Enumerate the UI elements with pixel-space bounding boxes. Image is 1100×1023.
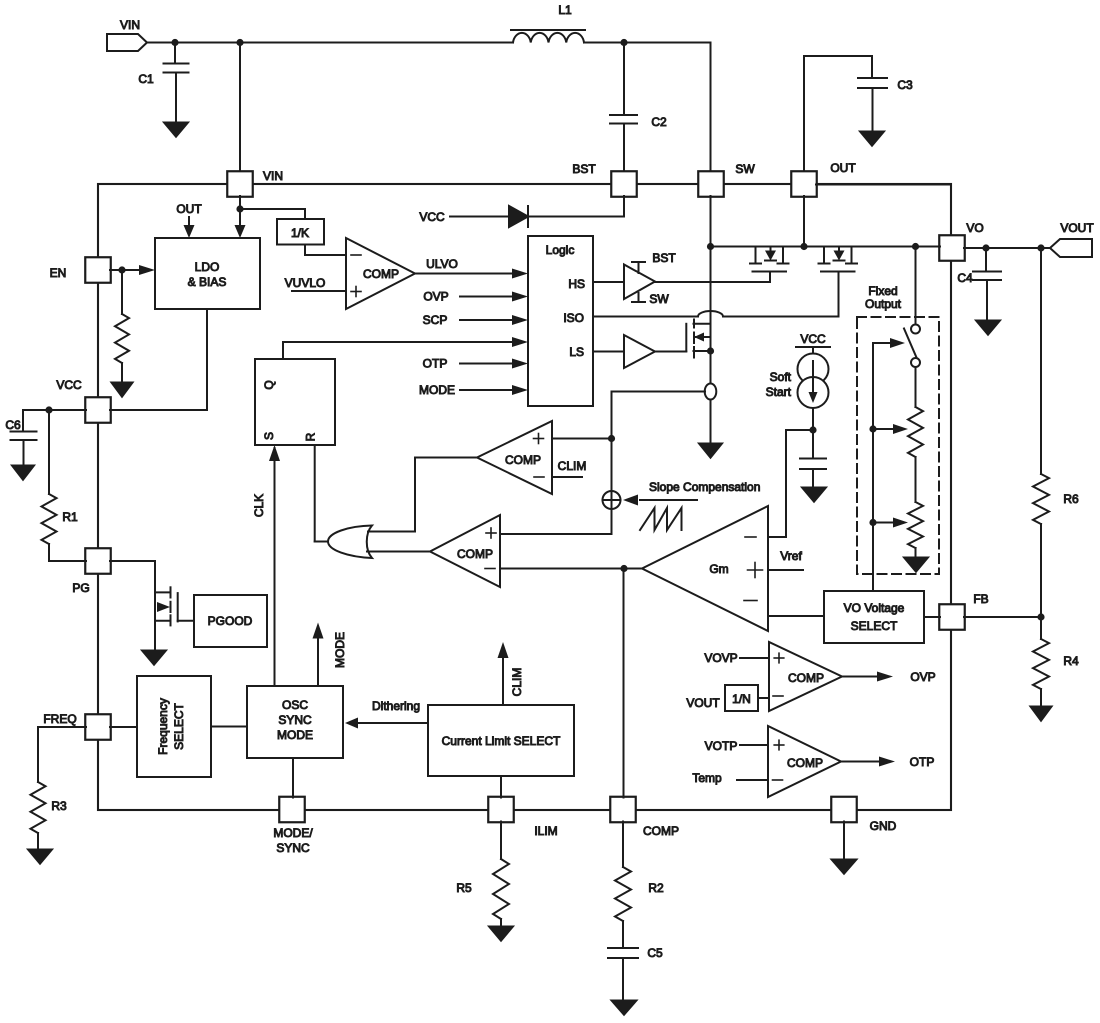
svg-text:Slope Compensation: Slope Compensation <box>649 480 760 494</box>
svg-text:COMP: COMP <box>457 547 493 561</box>
svg-text:BST: BST <box>572 162 596 176</box>
svg-text:OTP: OTP <box>423 357 448 371</box>
svg-text:ILIM: ILIM <box>534 824 557 838</box>
svg-text:SYNC: SYNC <box>278 713 312 727</box>
svg-text:EN: EN <box>50 266 67 280</box>
svg-text:LDO: LDO <box>195 260 220 274</box>
svg-text:COMP: COMP <box>788 671 824 685</box>
svg-text:OUT: OUT <box>830 161 856 175</box>
svg-text:PG: PG <box>72 581 89 595</box>
svg-text:ULVO: ULVO <box>426 257 458 271</box>
svg-text:VOVP: VOVP <box>704 651 737 665</box>
svg-text:SW: SW <box>649 292 669 306</box>
svg-text:Dithering: Dithering <box>372 699 420 713</box>
svg-text:Start: Start <box>766 385 792 399</box>
svg-text:MODE: MODE <box>333 632 347 668</box>
svg-text:C2: C2 <box>651 115 667 129</box>
svg-text:SYNC: SYNC <box>276 841 310 855</box>
svg-text:VOUT: VOUT <box>686 696 720 710</box>
svg-text:L1: L1 <box>558 3 572 17</box>
svg-text:VO Voltage: VO Voltage <box>844 601 905 615</box>
svg-text:VOUT: VOUT <box>1060 221 1094 235</box>
svg-text:VCC: VCC <box>419 210 445 224</box>
svg-text:GND: GND <box>870 819 897 833</box>
svg-text:BST: BST <box>652 251 676 265</box>
svg-text:OSC: OSC <box>282 698 308 712</box>
svg-text:R3: R3 <box>51 799 67 813</box>
svg-text:VCC: VCC <box>800 332 826 346</box>
svg-text:VCC: VCC <box>56 378 82 392</box>
svg-text:Logic: Logic <box>546 243 575 257</box>
svg-text:R4: R4 <box>1063 654 1079 668</box>
svg-text:VUVLO: VUVLO <box>285 276 326 290</box>
svg-text:COMP: COMP <box>363 267 399 281</box>
svg-text:HS: HS <box>568 277 585 291</box>
svg-text:VO: VO <box>966 221 983 235</box>
svg-text:MODE/: MODE/ <box>273 826 313 840</box>
svg-text:FB: FB <box>973 592 988 606</box>
svg-text:Fixed: Fixed <box>868 284 897 298</box>
svg-text:OUT: OUT <box>176 202 202 216</box>
svg-text:Frequency: Frequency <box>156 698 170 755</box>
svg-text:LS: LS <box>569 345 584 359</box>
svg-text:C3: C3 <box>897 78 913 92</box>
svg-text:S: S <box>262 432 276 440</box>
svg-text:Output: Output <box>865 297 902 311</box>
svg-text:MODE: MODE <box>419 383 455 397</box>
svg-text:CLIM: CLIM <box>510 668 524 697</box>
svg-text:C5: C5 <box>647 946 663 960</box>
svg-text:VOTP: VOTP <box>705 739 738 753</box>
svg-text:1/K: 1/K <box>291 226 309 240</box>
svg-text:SW: SW <box>735 162 755 176</box>
svg-text:Temp: Temp <box>692 771 722 785</box>
svg-text:VIN: VIN <box>120 18 140 32</box>
svg-text:C6: C6 <box>5 418 21 432</box>
svg-text:OTP: OTP <box>910 755 935 769</box>
svg-text:C1: C1 <box>138 72 154 86</box>
svg-text:SCP: SCP <box>423 313 448 327</box>
svg-text:MODE: MODE <box>277 728 313 742</box>
svg-text:& BIAS: & BIAS <box>188 275 227 289</box>
svg-text:C4: C4 <box>957 271 973 285</box>
svg-text:OVP: OVP <box>910 670 935 684</box>
svg-text:CLK: CLK <box>252 494 266 517</box>
svg-text:COMP: COMP <box>505 453 541 467</box>
svg-text:Q: Q <box>262 380 276 389</box>
svg-text:COMP: COMP <box>787 756 823 770</box>
svg-text:FREQ: FREQ <box>43 712 76 726</box>
svg-text:R5: R5 <box>456 881 472 895</box>
svg-text:Gm: Gm <box>709 562 728 576</box>
svg-text:R2: R2 <box>648 881 664 895</box>
svg-text:1/N: 1/N <box>732 692 751 706</box>
svg-text:OVP: OVP <box>423 290 448 304</box>
svg-text:R: R <box>304 432 318 441</box>
svg-text:Current Limit SELECT: Current Limit SELECT <box>442 734 561 748</box>
svg-text:Soft: Soft <box>770 370 792 384</box>
svg-text:ISO: ISO <box>563 311 584 325</box>
svg-text:SELECT: SELECT <box>172 702 186 749</box>
svg-text:SELECT: SELECT <box>851 619 898 633</box>
svg-text:R1: R1 <box>62 510 78 524</box>
svg-text:R6: R6 <box>1063 492 1079 506</box>
svg-text:Vref: Vref <box>780 549 802 563</box>
svg-text:VIN: VIN <box>263 169 283 183</box>
svg-text:COMP: COMP <box>643 824 679 838</box>
svg-text:CLIM: CLIM <box>558 459 587 473</box>
svg-text:PGOOD: PGOOD <box>208 614 253 628</box>
